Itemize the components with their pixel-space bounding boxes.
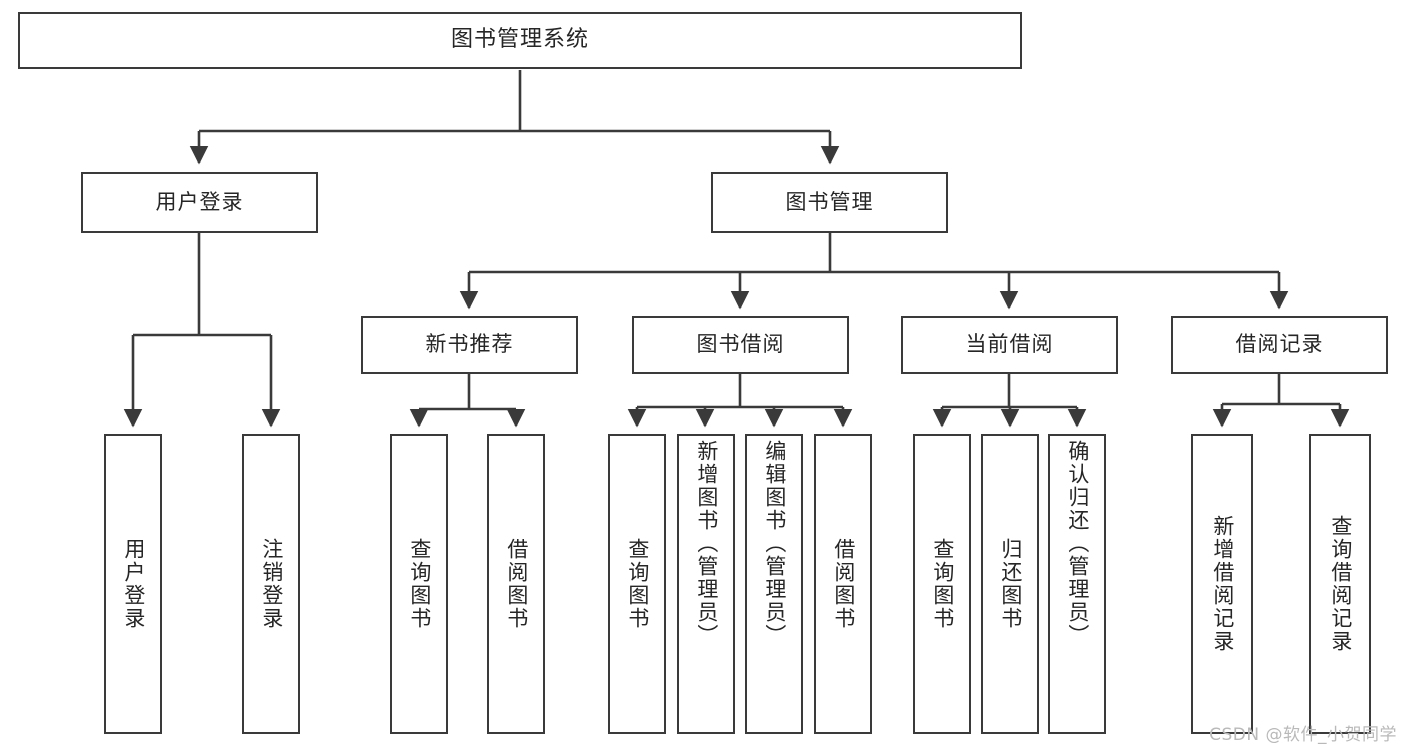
leaf-newbook-borrow-book[interactable]: 借阅图书 [487,434,545,734]
node-label: 注销登录 [259,538,284,630]
node-label: 新增图书（管理员） [694,440,719,647]
leaf-borrowrecord-query-record[interactable]: 查询借阅记录 [1309,434,1371,734]
leaf-user-login[interactable]: 用户登录 [104,434,162,734]
leaf-bookborrow-query-book[interactable]: 查询图书 [608,434,666,734]
node-user-login[interactable]: 用户登录 [81,172,318,233]
leaf-bookborrow-edit-book-admin[interactable]: 编辑图书（管理员） [745,434,803,734]
node-label: 确认归还（管理员） [1065,440,1090,647]
leaf-logout[interactable]: 注销登录 [242,434,300,734]
node-label: 查询图书 [625,538,650,630]
node-label: 查询图书 [407,538,432,630]
node-label: 查询图书 [930,538,955,630]
leaf-currentborrow-return-book[interactable]: 归还图书 [981,434,1039,734]
node-current-borrow[interactable]: 当前借阅 [901,316,1118,374]
node-label: 新增借阅记录 [1210,515,1235,653]
node-book-borrow[interactable]: 图书借阅 [632,316,849,374]
node-label: 图书管理 [785,189,874,214]
node-label: 图书管理系统 [450,27,589,53]
watermark: CSDN @软件_小贺同学 [1209,725,1397,745]
node-label: 当前借阅 [965,332,1054,357]
node-label: 用户登录 [155,189,244,214]
node-book-manage[interactable]: 图书管理 [711,172,948,233]
node-borrow-record[interactable]: 借阅记录 [1171,316,1388,374]
leaf-bookborrow-add-book-admin[interactable]: 新增图书（管理员） [677,434,735,734]
leaf-borrowrecord-add-record[interactable]: 新增借阅记录 [1191,434,1253,734]
node-label: 用户登录 [121,538,146,630]
node-new-book-recommend[interactable]: 新书推荐 [361,316,578,374]
node-label: 查询借阅记录 [1328,515,1353,653]
node-label: 编辑图书（管理员） [762,440,787,647]
leaf-bookborrow-borrow-book[interactable]: 借阅图书 [814,434,872,734]
node-label: 归还图书 [998,538,1023,630]
node-label: 借阅图书 [504,538,529,630]
node-label: 新书推荐 [425,332,514,357]
leaf-currentborrow-confirm-return-admin[interactable]: 确认归还（管理员） [1048,434,1106,734]
leaf-newbook-query-book[interactable]: 查询图书 [390,434,448,734]
leaf-currentborrow-query-book[interactable]: 查询图书 [913,434,971,734]
node-label: 借阅图书 [831,538,856,630]
node-root-system[interactable]: 图书管理系统 [18,12,1022,69]
node-label: 借阅记录 [1235,332,1324,357]
node-label: 图书借阅 [696,332,785,357]
